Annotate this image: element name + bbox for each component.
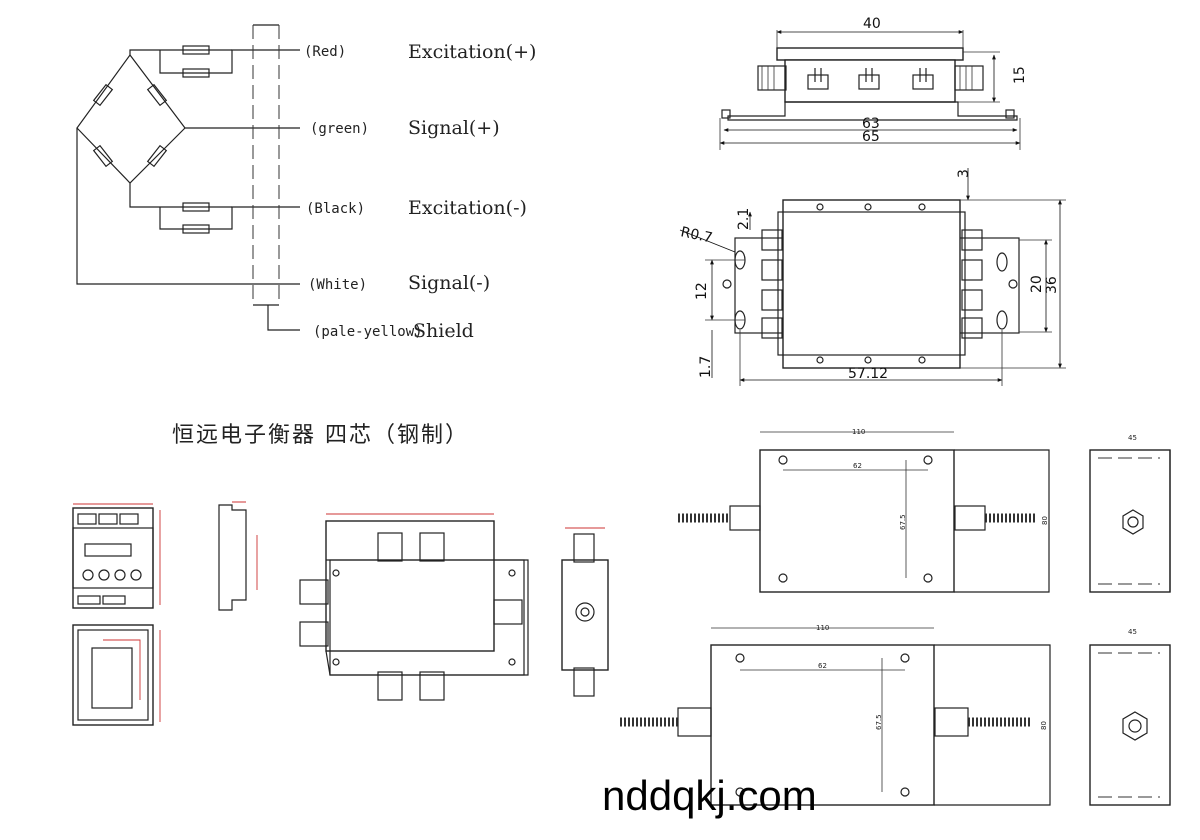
dim-length-lower: 110 — [816, 624, 829, 632]
dim-outer-height: 36 — [1044, 276, 1060, 294]
cable-junction-box-bottom: 110 62 67.5 80 45 — [620, 624, 1171, 806]
dim-hole-span-upper: 62 — [853, 462, 862, 470]
signal-excitation-minus: Excitation(-) — [408, 197, 527, 219]
dim-hole-span: 57.12 — [848, 366, 888, 382]
dim-hole-pitch-lower: 67.5 — [875, 714, 883, 730]
wheatstone-bridge-diagram — [76, 24, 300, 331]
wire-color-pale-yellow: (pale-yellow) — [313, 324, 423, 340]
wire-color-black: (Black) — [306, 201, 365, 217]
dim-inner-height: 20 — [1029, 275, 1045, 293]
dim-mid-width: 63 — [862, 116, 880, 132]
cable-junction-box-top: 110 62 67.5 80 45 — [678, 428, 1171, 593]
signal-signal-plus: Signal(+) — [408, 117, 500, 139]
junction-box-end-view — [561, 527, 609, 697]
junction-box-side-view: 40 15 63 65 — [719, 16, 1028, 150]
weighing-indicator-drawing — [72, 501, 258, 726]
junction-box-plan-view: 3 2.1 R0.7 12 1.7 20 36 57.12 — [679, 168, 1066, 386]
watermark: nddqkj.com — [602, 772, 817, 819]
dim-radius: R0.7 — [679, 224, 714, 246]
wire-color-white: (White) — [308, 277, 367, 293]
wire-color-green: (green) — [310, 121, 369, 137]
dim-hole-pitch: 12 — [694, 282, 710, 300]
product-title: 恒远电子衡器 四芯（钢制） — [172, 423, 469, 448]
junction-box-perspective — [299, 513, 529, 701]
dim-hole-pitch-upper: 67.5 — [899, 514, 907, 530]
dim-base-width: 65 — [862, 129, 880, 145]
dim-slot-gap: 2.1 — [736, 208, 752, 230]
wire-color-red: (Red) — [304, 44, 346, 60]
dim-height-lower: 80 — [1040, 721, 1048, 730]
dim-top-width: 40 — [863, 16, 881, 32]
wire-labels: (Red) Excitation(+) (green) Signal(+) (B… — [304, 41, 536, 342]
dim-top-offset: 3 — [956, 169, 972, 178]
dim-bottom-gap: 1.7 — [698, 356, 714, 378]
dim-side-width-lower: 45 — [1128, 628, 1137, 636]
dim-height: 15 — [1012, 66, 1028, 84]
dim-side-width-upper: 45 — [1128, 434, 1137, 442]
signal-excitation-plus: Excitation(+) — [408, 41, 536, 63]
dim-height-upper: 80 — [1041, 516, 1049, 525]
dim-hole-span-lower: 62 — [818, 662, 827, 670]
signal-shield: Shield — [413, 320, 474, 342]
signal-signal-minus: Signal(-) — [408, 272, 490, 294]
dim-length-upper: 110 — [852, 428, 865, 436]
